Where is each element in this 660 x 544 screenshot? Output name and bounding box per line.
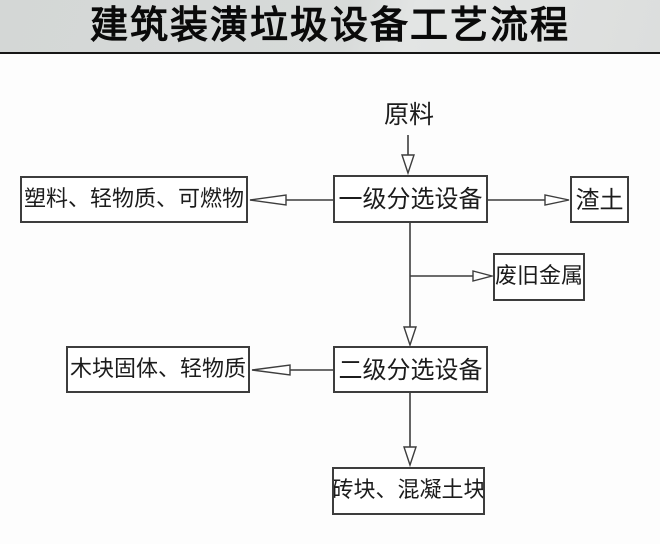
page-title: 建筑装潢垃圾设备工艺流程 <box>89 3 570 47</box>
node-primary-sorter: 一级分选设备 <box>333 175 488 223</box>
node-wood-solid-light-label: 木块固体、轻物质 <box>69 356 246 382</box>
node-slag: 渣土 <box>570 176 629 223</box>
edge-primary-to-slag-arrowhead <box>544 194 570 206</box>
raw-material-label: 原料 <box>383 100 434 129</box>
node-secondary-sorter: 二级分选设备 <box>333 346 488 393</box>
node-slag-label: 渣土 <box>575 185 624 214</box>
edge-secondary-to-wood-arrowhead <box>251 364 291 376</box>
node-wood-solid-light: 木块固体、轻物质 <box>66 346 250 393</box>
node-plastic-light-combustible: 塑料、轻物质、可燃物 <box>20 176 248 223</box>
edge-primary-to-secondary-arrowhead <box>403 326 417 348</box>
node-primary-sorter-label: 一级分选设备 <box>338 185 483 213</box>
node-scrap-metal-label: 废旧金属 <box>495 264 584 289</box>
edge-primary-to-metal-arrowhead <box>472 270 495 282</box>
node-scrap-metal: 废旧金属 <box>493 253 585 301</box>
edge-primary-to-plastic-arrowhead <box>249 194 287 206</box>
node-brick-concrete: 砖块、混凝土块 <box>332 467 485 515</box>
title-bar: 建筑装潢垃圾设备工艺流程 <box>0 0 660 54</box>
edge-secondary-to-brick-arrowhead <box>403 446 417 468</box>
edge-raw-to-primary-arrowhead <box>401 154 415 176</box>
node-brick-concrete-label: 砖块、混凝土块 <box>332 478 485 503</box>
node-secondary-sorter-label: 二级分选设备 <box>338 355 483 384</box>
node-plastic-light-combustible-label: 塑料、轻物质、可燃物 <box>23 186 244 212</box>
